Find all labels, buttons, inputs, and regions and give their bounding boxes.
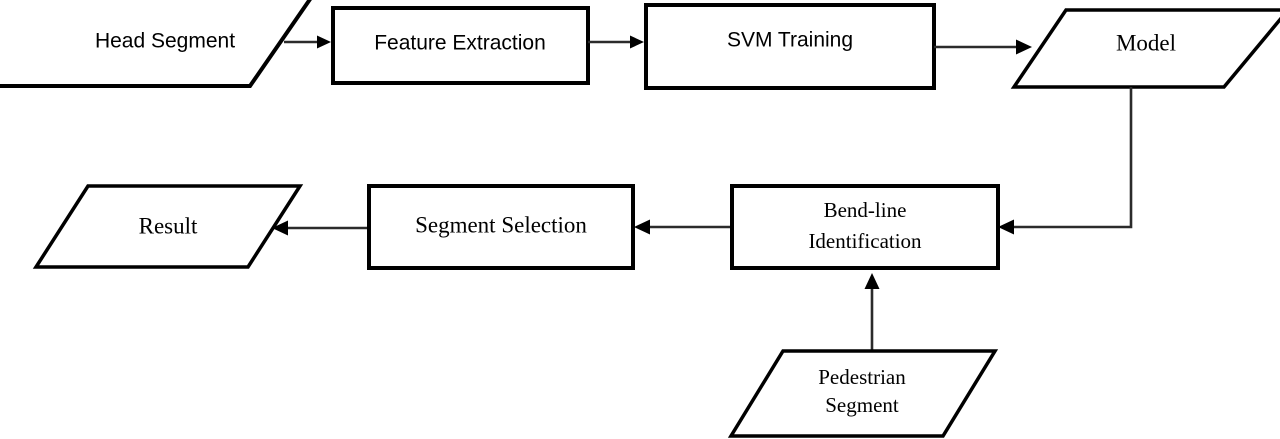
edge-head-segment-to-feature-extraction bbox=[284, 35, 331, 49]
edge-segment-selection-to-result bbox=[272, 220, 368, 236]
node-segment-selection[interactable] bbox=[367, 184, 635, 270]
node-feature-extraction-label: Feature Extraction bbox=[374, 32, 546, 55]
edge-feature-extraction-to-svm-training bbox=[588, 35, 644, 49]
node-bend-line-identification-label-line1: Bend-line bbox=[824, 198, 907, 222]
edge-svm-training-to-model bbox=[934, 39, 1032, 55]
node-feature-extraction[interactable] bbox=[331, 6, 590, 85]
node-result[interactable] bbox=[32, 184, 304, 269]
node-pedestrian-segment[interactable] bbox=[727, 349, 999, 438]
edge-bend-line-to-segment-selection bbox=[634, 219, 731, 235]
node-head-segment[interactable] bbox=[0, 0, 315, 88]
node-pedestrian-segment-label-line2: Segment bbox=[825, 393, 899, 417]
node-model[interactable] bbox=[1010, 8, 1280, 89]
node-svm-training-label: SVM Training bbox=[727, 29, 853, 52]
node-result-label: Result bbox=[139, 213, 198, 238]
node-head-segment-label: Head Segment bbox=[95, 30, 235, 53]
node-bend-line-identification-label-line2: Identification bbox=[808, 229, 922, 253]
node-segment-selection-label: Segment Selection bbox=[415, 212, 587, 237]
edge-model-to-bend-line-identification bbox=[998, 87, 1133, 235]
edge-pedestrian-segment-to-bend-line bbox=[864, 273, 880, 352]
node-bend-line-identification[interactable] bbox=[730, 184, 1000, 270]
node-svm-training[interactable] bbox=[644, 3, 936, 90]
node-model-label: Model bbox=[1116, 30, 1176, 55]
node-pedestrian-segment-label-line1: Pedestrian bbox=[818, 365, 906, 389]
